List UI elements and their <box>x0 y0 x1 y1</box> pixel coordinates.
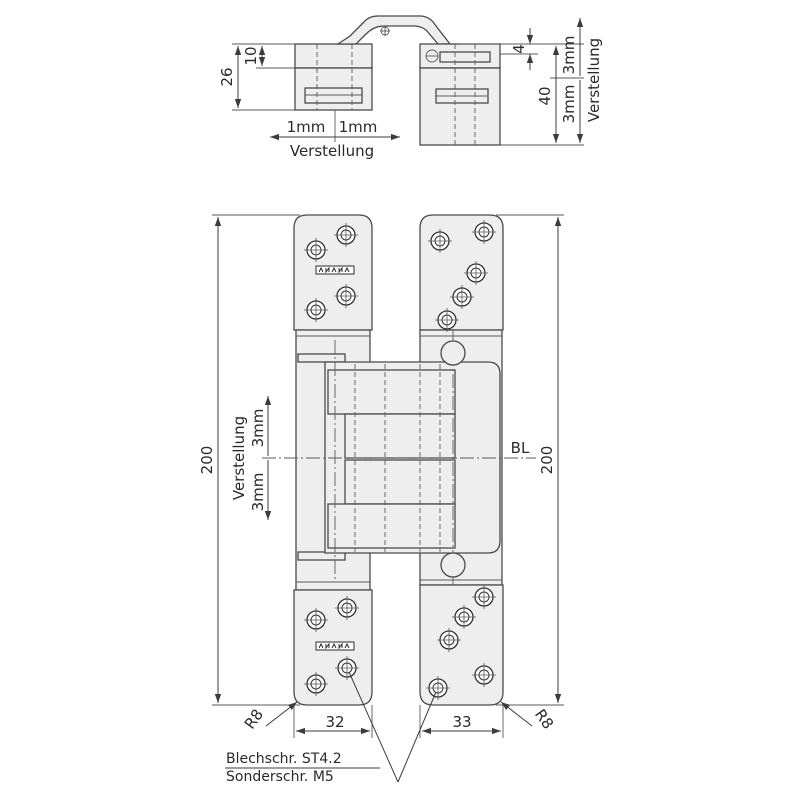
screw-hole <box>334 284 358 308</box>
dim-offset-label: 4 <box>510 44 528 54</box>
front-vertical-adjustment: 3mm 3mm Verstellung <box>230 396 272 520</box>
height-dimension-right: 200 <box>496 214 564 706</box>
top-left-dimensions: 10 26 <box>218 43 295 111</box>
top-view: 10 26 1mm 1mm Verstellung 4 40 3mm 3mm <box>218 15 603 160</box>
adjust-screw-bottom <box>440 552 466 578</box>
screw-hole <box>304 608 328 632</box>
screw-legend: Blechschr. ST4.2 Sonderschr. M5 <box>225 671 437 785</box>
screw-hole <box>452 605 476 629</box>
screw-hole <box>437 628 461 652</box>
adjust-vertical-caption: Verstellung <box>585 38 603 122</box>
adjust-up-label: 3mm <box>560 36 578 75</box>
screw-hole <box>426 676 450 700</box>
hinge-mechanism <box>324 330 501 585</box>
adjust-screw-top <box>440 340 466 366</box>
front-adjust-up-label: 3mm <box>249 409 267 448</box>
hinge-arm <box>335 15 452 45</box>
dim-depth-label: 26 <box>218 67 236 86</box>
radius-right-label: R8 <box>531 706 557 733</box>
width-dimension-left: 32 <box>293 705 373 738</box>
screw-sheet-metal-label: Blechschr. ST4.2 <box>226 751 342 767</box>
adjust-horizontal-caption: Verstellung <box>290 142 374 160</box>
height-dimension-left: 200 <box>198 214 300 706</box>
height-left-label: 200 <box>198 446 216 475</box>
radius-callout-left: R8 <box>241 701 298 733</box>
screw-hole <box>304 672 328 696</box>
screw-hole <box>472 220 496 244</box>
screw-holes <box>304 220 496 700</box>
top-right-leaf <box>419 43 501 146</box>
screw-hole <box>435 308 459 332</box>
pin-top <box>297 353 346 363</box>
front-adjust-caption: Verstellung <box>230 416 248 500</box>
screw-hole <box>450 285 474 309</box>
adjust-left-label: 1mm <box>287 118 326 136</box>
screw-hole <box>335 596 359 620</box>
pin-bottom <box>297 551 346 561</box>
adjust-right-label: 1mm <box>339 118 378 136</box>
screw-special-label: Sonderschr. M5 <box>226 769 334 785</box>
screw-hole <box>335 656 359 680</box>
top-right-dimensions: 4 40 3mm 3mm Verstellung <box>458 18 603 146</box>
brand-logo <box>315 641 355 651</box>
dim-height-label: 40 <box>536 86 554 105</box>
screw-hole <box>304 298 328 322</box>
screw-hole <box>304 238 328 262</box>
width-dimension-right: 33 <box>419 705 504 738</box>
centerline-label: BL <box>511 439 530 457</box>
screw-hole <box>472 663 496 687</box>
front-view: BL 200 200 3mm 3mm Verstellung <box>198 214 564 785</box>
top-horizontal-adjustment: 1mm 1mm Verstellung <box>270 110 400 160</box>
screw-hole <box>334 223 358 247</box>
width-left-label: 32 <box>325 713 344 731</box>
centerline-bl: BL <box>262 439 536 459</box>
screw-hole <box>464 261 488 285</box>
radius-callout-right: R8 <box>500 701 557 733</box>
width-right-label: 33 <box>452 713 471 731</box>
radius-left-label: R8 <box>241 706 267 733</box>
front-adjust-down-label: 3mm <box>249 473 267 512</box>
top-left-leaf <box>294 43 373 111</box>
height-right-label: 200 <box>538 446 556 475</box>
dim-thickness-label: 10 <box>242 46 260 65</box>
brand-logo <box>315 265 355 275</box>
adjust-down-label: 3mm <box>560 85 578 124</box>
screw-hole <box>472 585 496 609</box>
screw-hole <box>428 229 452 253</box>
